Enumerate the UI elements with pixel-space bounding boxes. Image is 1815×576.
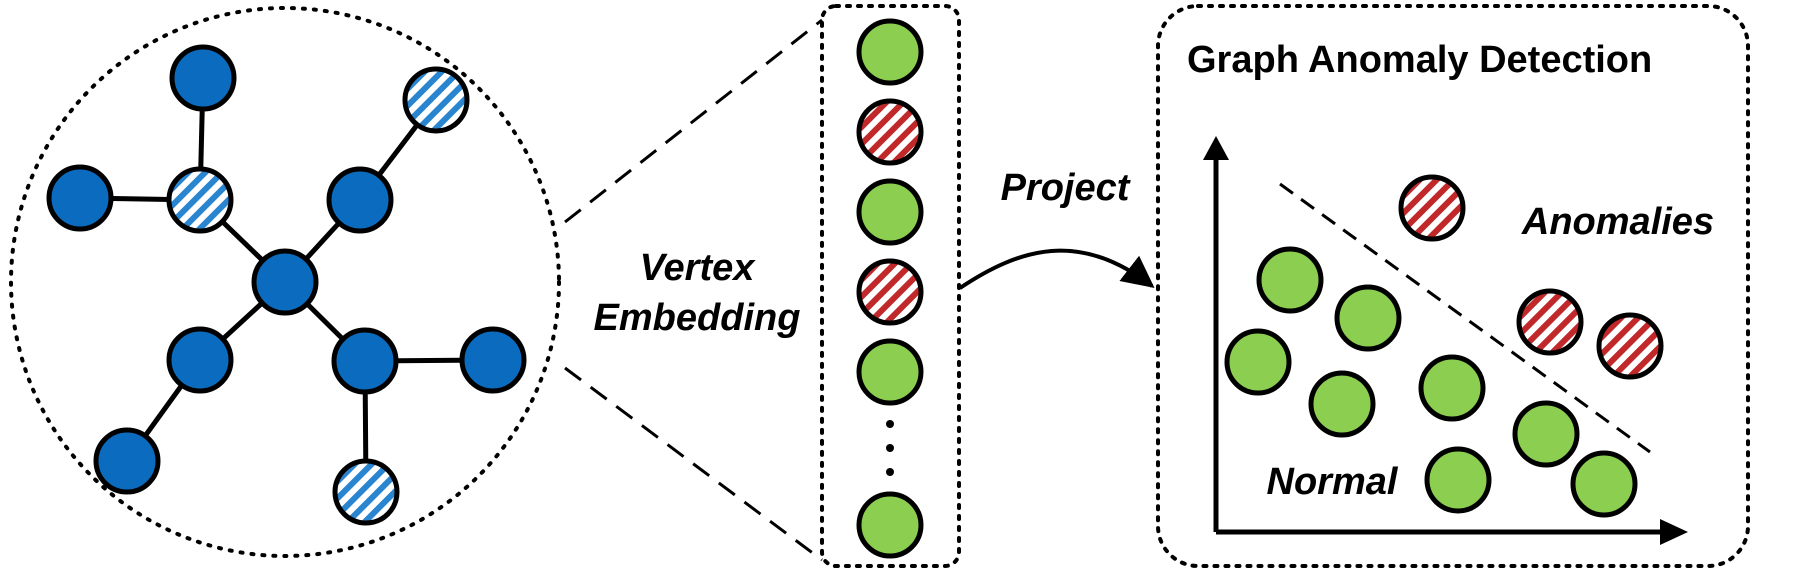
graph-panel bbox=[9, 6, 561, 558]
graph-node-right-leaf bbox=[459, 326, 527, 394]
graph-node-upper-left-hub bbox=[166, 166, 234, 234]
vector-normal-item bbox=[856, 18, 924, 86]
ellipsis-dot bbox=[886, 420, 894, 428]
zoom-line-bottom bbox=[564, 366, 823, 562]
graph-node-lower-right-hub bbox=[331, 327, 399, 395]
graph-node-left-leaf bbox=[46, 164, 114, 232]
vector-normal-item bbox=[856, 338, 924, 406]
embedding-label-line2: Embedding bbox=[594, 297, 801, 339]
anomaly-point bbox=[1596, 312, 1664, 380]
normal-point bbox=[1308, 370, 1376, 438]
y-axis-arrowhead bbox=[1203, 136, 1229, 160]
normal-point bbox=[1256, 246, 1324, 314]
normal-point bbox=[1512, 400, 1580, 468]
ellipsis-dot bbox=[886, 444, 894, 452]
normal-label: Normal bbox=[1267, 461, 1399, 503]
scatter-points bbox=[1224, 174, 1664, 518]
detection-panel-box bbox=[1156, 4, 1750, 568]
anomaly-point bbox=[1398, 174, 1466, 242]
normal-point bbox=[1570, 450, 1638, 518]
normal-point bbox=[1334, 284, 1402, 352]
vector-items bbox=[856, 18, 924, 559]
anomaly-point bbox=[1516, 288, 1584, 356]
graph-node-lower-left-leaf bbox=[93, 427, 161, 495]
project-arrow bbox=[958, 248, 1155, 290]
normal-point bbox=[1224, 328, 1292, 396]
embedding-vector bbox=[820, 4, 961, 568]
graph-node-upper-right-leaf bbox=[402, 66, 470, 134]
vector-normal-item bbox=[856, 491, 924, 559]
graph-node-top-leaf bbox=[169, 44, 237, 112]
graph-nodes bbox=[46, 44, 527, 526]
vector-anomaly-item bbox=[856, 258, 924, 326]
project-label: Project bbox=[1001, 167, 1131, 209]
zoom-line-top bbox=[564, 18, 823, 224]
graph-node-lower-left-hub bbox=[166, 326, 234, 394]
normal-point bbox=[1424, 446, 1492, 514]
panel-title: Graph Anomaly Detection bbox=[1187, 39, 1652, 81]
graph-node-bottom-leaf bbox=[332, 458, 400, 526]
normal-point bbox=[1418, 354, 1486, 422]
anomalies-label: Anomalies bbox=[1521, 201, 1714, 243]
graph-node-upper-right-hub bbox=[326, 166, 394, 234]
detection-panel: Graph Anomaly Detection Anomalies Normal bbox=[1156, 4, 1750, 568]
embedding-vector-box bbox=[820, 4, 961, 568]
graph-boundary-circle bbox=[9, 6, 561, 558]
embedding-label-line1: Vertex bbox=[640, 247, 757, 289]
x-axis-arrowhead bbox=[1660, 519, 1688, 545]
ellipsis-dot bbox=[886, 468, 894, 476]
graph-node-center bbox=[251, 248, 319, 316]
vector-anomaly-item bbox=[856, 98, 924, 166]
vector-normal-item bbox=[856, 178, 924, 246]
